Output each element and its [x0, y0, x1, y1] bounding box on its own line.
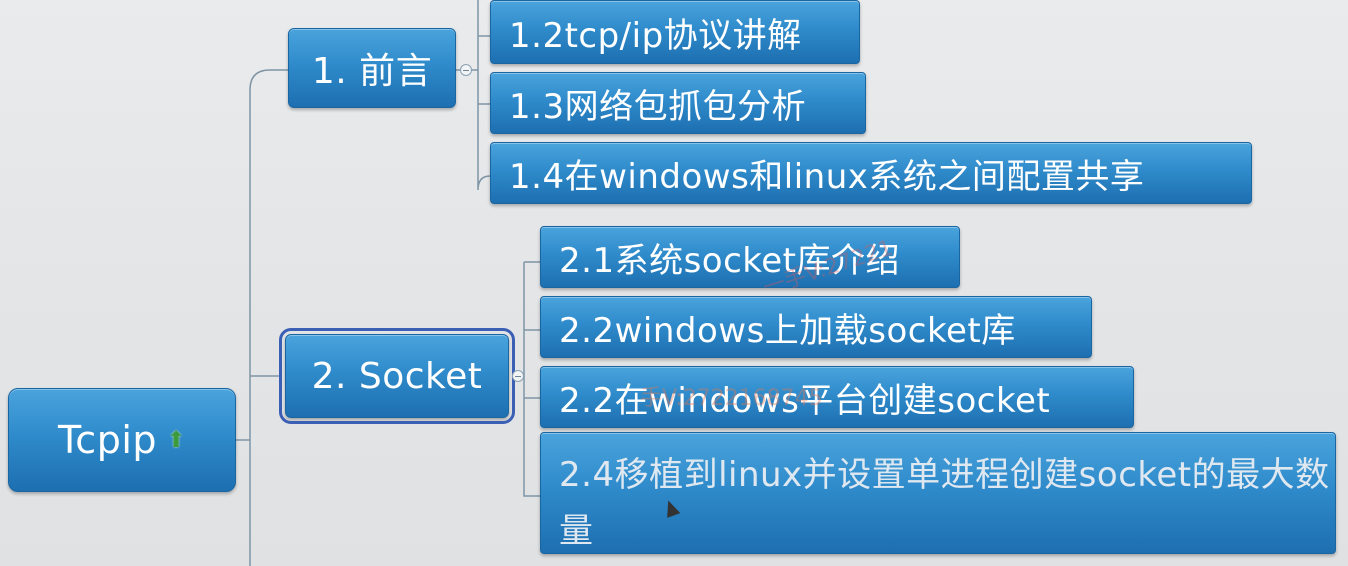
branch-label: 1. 前言 — [311, 51, 433, 92]
collapse-toggle-icon[interactable] — [512, 370, 524, 382]
leaf-node-2-3[interactable]: 2.2在windows平台创建socket — [540, 366, 1134, 428]
branch-node-socket[interactable]: 2. Socket — [279, 328, 515, 424]
leaf-label: 2.2在windows平台创建socket — [559, 380, 1051, 421]
up-arrow-icon: ⬆ — [167, 427, 186, 453]
leaf-label: 2.1系统socket库介绍 — [559, 240, 901, 281]
leaf-node-2-2[interactable]: 2.2windows上加载socket库 — [540, 296, 1092, 358]
root-node-label: Tcpip — [58, 418, 157, 462]
leaf-node-1-4[interactable]: 1.4在windows和linux系统之间配置共享 — [490, 142, 1252, 204]
leaf-label: 1.3网络包抓包分析 — [509, 86, 807, 127]
leaf-node-1-2[interactable]: 1.2tcp/ip协议讲解 — [490, 0, 860, 64]
branch-label: 2. Socket — [311, 355, 483, 397]
collapse-toggle-icon[interactable] — [460, 64, 472, 76]
branch-node-preface[interactable]: 1. 前言 — [288, 28, 456, 108]
leaf-node-2-4[interactable]: 2.4移植到linux并设置单进程创建socket的最大数量 — [540, 432, 1336, 554]
leaf-label: 1.4在windows和linux系统之间配置共享 — [509, 156, 1145, 197]
leaf-label: 1.2tcp/ip协议讲解 — [509, 15, 802, 56]
root-node[interactable]: Tcpip ⬆ — [8, 388, 236, 492]
leaf-label: 2.4移植到linux并设置单进程创建socket的最大数量 — [559, 455, 1330, 551]
leaf-label: 2.2windows上加载socket库 — [559, 310, 1016, 351]
leaf-node-1-3[interactable]: 1.3网络包抓包分析 — [490, 72, 866, 134]
leaf-node-2-1[interactable]: 2.1系统socket库介绍 — [540, 226, 960, 288]
watermark-text: 手V:2722168745 — [640, 386, 823, 411]
